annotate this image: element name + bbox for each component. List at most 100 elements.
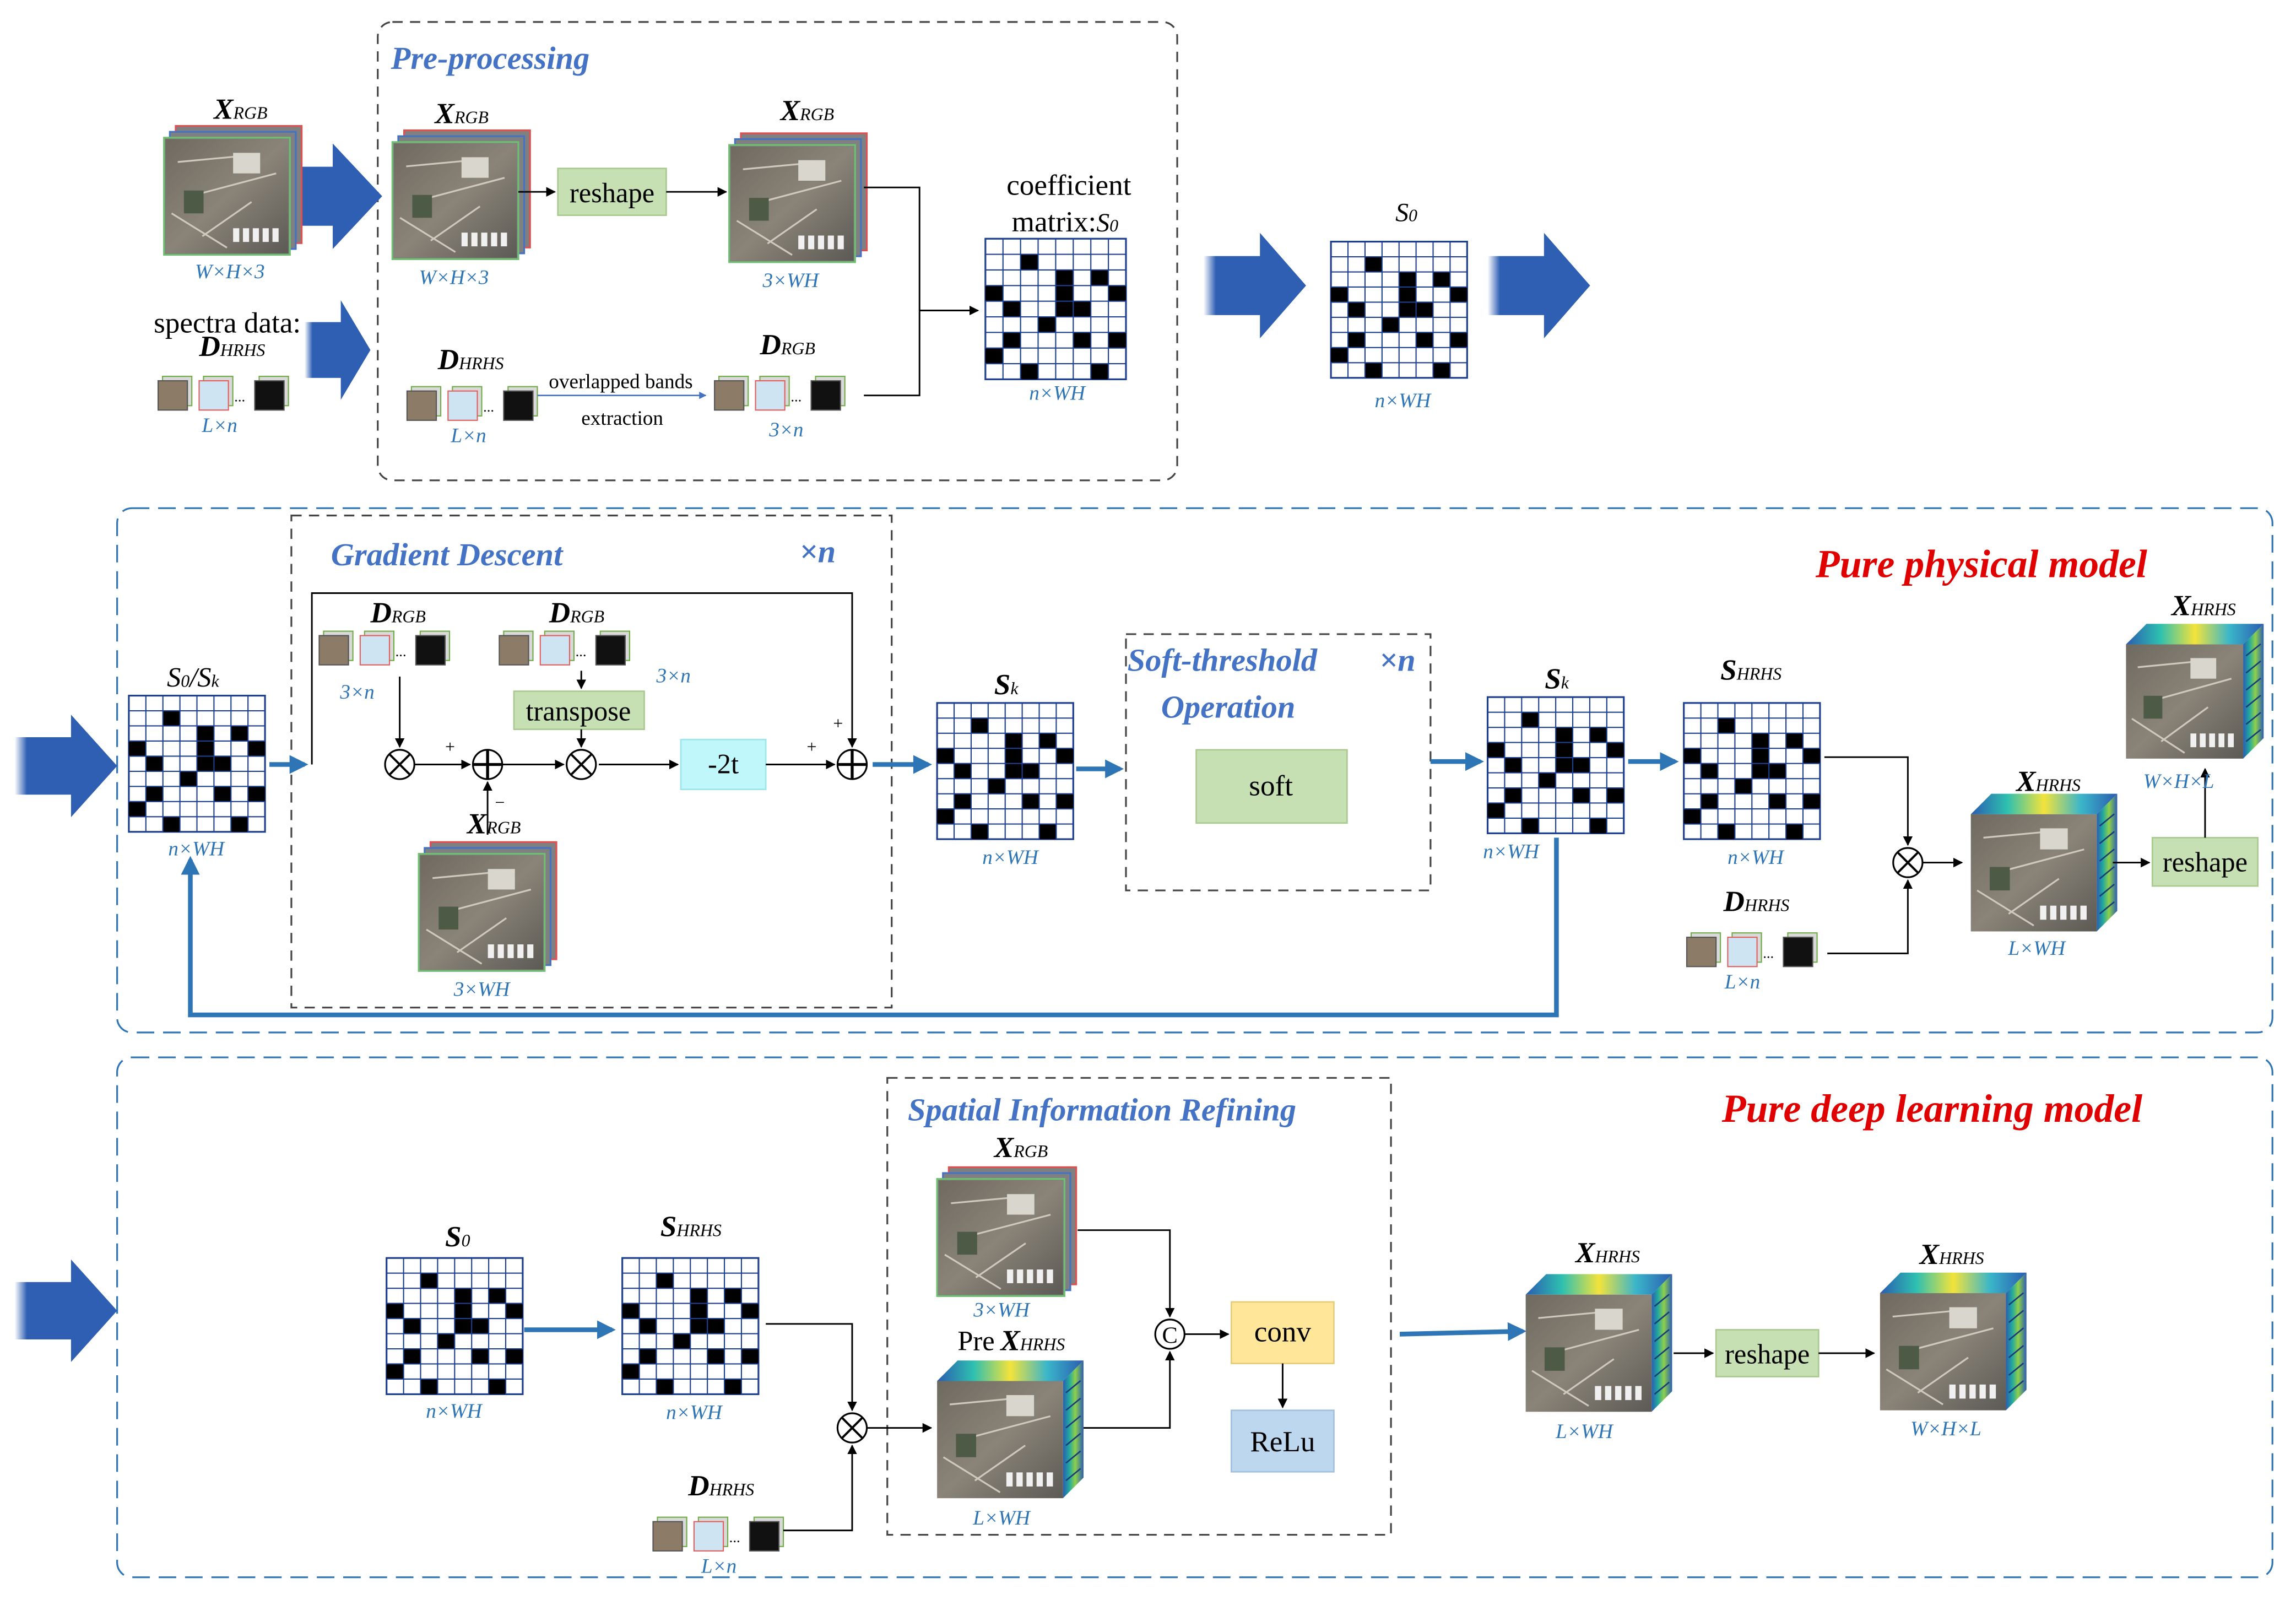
svg-text:...: ... [396,643,407,660]
deep-model-title: Pure deep learning model [1721,1087,2142,1131]
svg-text:...: ... [576,643,587,660]
plus-sign-2: + [807,737,817,756]
dim-3xwh-3: 3×WH [973,1299,1031,1322]
d-rgb-strip-1: ... [714,376,846,411]
x-rgb-label-5: XRGB [993,1132,1048,1164]
dim-lxwh-3: L×WH [1555,1420,1614,1443]
s0-grid-top [1330,240,1468,379]
dim-lxn-2: L×n [450,425,486,447]
svg-text:...: ... [1763,944,1774,961]
x-rgb-stack-2 [391,129,531,261]
flow-arrows [14,143,1590,1362]
flow-arrow-2 [304,300,371,400]
d-rgb-label-2: DRGB [370,597,425,629]
d-hrhs-strip-2: ... [406,386,538,421]
dim-nxwh-4: n×WH [982,846,1039,869]
xhrhs-cube-1 [1970,793,2118,932]
plus-operator-2 [836,749,868,780]
shrhs-label-2: SHRHS [660,1210,722,1242]
s0-grid-deep [386,1257,524,1396]
d-hrhs-label-3: DHRHS [1723,885,1789,917]
dim-nxwh-1: n×WH [1029,382,1086,405]
xhrhs-label-4: XHRHS [1919,1239,1984,1271]
d-rgb-strip-2: ... [318,630,451,666]
x-rgb-stack-5 [936,1166,1077,1297]
multiply-operator-4 [836,1412,868,1444]
relu-label: ReLu [1250,1426,1315,1458]
x-rgb-label-4: XRGB [466,808,521,840]
x-rgb-label-2: XRGB [434,98,488,129]
minus-2t-box[interactable] [680,738,767,790]
multiply-operator-3 [1892,847,1924,878]
overlap-text-1: overlapped bands [549,370,692,393]
dim-whx3-2: W×H×3 [419,267,489,289]
thick-connectors [181,752,1679,1341]
sk-grid-2 [1486,696,1625,834]
reshape-label-pre: reshape [570,177,654,208]
d-hrhs-strip-1: ... [158,376,289,411]
plus-operator-1 [472,749,503,780]
soft-box[interactable] [1195,749,1348,824]
dim-whxl-1: W×H×L [2143,770,2214,793]
relu-box[interactable] [1231,1409,1335,1473]
xhrhs-label-3: XHRHS [1574,1237,1640,1269]
plus-sign-3: + [833,714,843,733]
s0-label-deep: S0 [445,1221,470,1253]
dim-lxn-4: L×n [701,1555,737,1578]
d-hrhs-label-2: DHRHS [437,344,504,376]
d-hrhs-label-4: DHRHS [687,1470,754,1502]
shrhs-label-1: SHRHS [1720,654,1781,686]
soft-threshold-frame [1125,633,1432,891]
xhrhs-label-2: XHRHS [2170,590,2236,622]
transpose-label: transpose [526,696,631,727]
physical-model-frame [116,507,2273,1034]
sk-grid-1 [936,702,1074,840]
coefficient-text: coefficient [1006,170,1131,202]
x-rgb-stack-1 [163,125,303,256]
shrhs-grid-1 [1683,702,1821,840]
x-rgb-stack-4 [418,841,557,972]
flow-arrow-5 [14,715,117,818]
soft-threshold-times-n: ×n [1379,642,1416,678]
xhrhs-cube-2 [2126,624,2264,759]
transpose-box[interactable] [513,690,645,731]
d-rgb-label-1: DRGB [760,329,815,361]
svg-text:...: ... [790,388,802,404]
preprocessing-title: Pre-processing [391,40,590,76]
dim-nxwh-6: n×WH [1728,846,1785,869]
dim-lxwh-2: L×WH [972,1507,1031,1530]
image-stacks [163,125,1077,1297]
dim-lxn-1: L×n [201,414,237,437]
gd-times-n: ×n [799,534,836,570]
soft-threshold-title-2: Operation [1161,689,1296,725]
dim-3xn-1: 3×n [768,419,803,441]
dim-lxwh-1: L×WH [2007,937,2066,960]
connectors [311,186,2210,1532]
s0-sk-label: S0/Sk [167,662,219,693]
flow-arrow-3 [1203,233,1306,338]
shrhs-grid-2 [621,1257,760,1396]
dim-3xn-2: 3×n [339,681,374,704]
svg-text:...: ... [483,398,494,415]
hyperspectral-cubes [937,624,2264,1499]
reshape-label-deep: reshape [1725,1339,1810,1370]
physical-model-title: Pure physical model [1815,542,2147,586]
s0-label-top: S0 [1395,198,1417,227]
dim-lxn-3: L×n [1724,971,1760,993]
soft-label: soft [1249,770,1293,802]
spectra-data-label: spectra data: [154,307,301,339]
multiply-operator-2 [566,749,597,780]
s0-sk-grid [128,694,266,833]
reshape-box-phys[interactable] [2151,837,2259,887]
spatial-refining-title: Spatial Information Refining [908,1091,1296,1127]
multiply-operator-1 [384,749,415,780]
flow-arrow-4 [1487,233,1590,338]
svg-text:...: ... [729,1529,740,1545]
dim-whxl-2: W×H×L [1910,1418,1981,1440]
dim-3xwh-1: 3×WH [762,269,820,292]
d-hrhs-strip-3: ... [1686,932,1818,968]
preprocessing-frame [377,21,1178,482]
reshape-label-phys: reshape [2163,847,2248,878]
